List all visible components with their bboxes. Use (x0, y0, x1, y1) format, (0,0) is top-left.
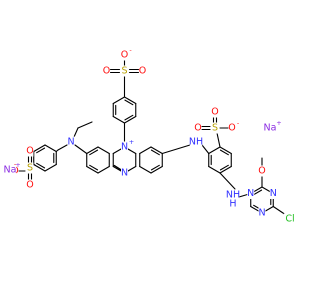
atom-h-bottom: H (229, 199, 236, 210)
charge-n-plus: + (129, 138, 134, 146)
atom-n-triazine-1: N (270, 188, 277, 199)
bond-lines (18, 58, 287, 216)
atom-n-triazine-1-bg (269, 188, 277, 199)
ring-benzyl (36, 147, 46, 154)
ring-top-phenyl (112, 96, 126, 105)
atom-n-triazine-3: N (247, 188, 254, 199)
atom-o-right-left: O (194, 123, 201, 134)
ring-phenazine-left (86, 165, 99, 174)
ring-top-phenyl (123, 115, 137, 124)
atom-o-top-left-bg (103, 65, 110, 77)
ring-benzyl (36, 162, 46, 169)
atom-o-left-up-bg (26, 145, 34, 157)
ring-triazine (253, 189, 263, 196)
ring-phenazine-left (97, 146, 110, 155)
ring-phenazine-left (86, 146, 99, 155)
atom-o-right-up: O (211, 107, 218, 118)
ring-benzyl (44, 144, 57, 153)
bond-ch2-to-ring (55, 149, 59, 153)
atom-n-amine-bg (67, 136, 75, 148)
ring-top-phenyl (123, 96, 137, 105)
ring-phenazine-left (89, 149, 99, 156)
atom-nh-bottom-bg (226, 189, 240, 201)
ring-phenazine-right (139, 165, 152, 174)
atom-o-methoxy-bg (258, 165, 266, 177)
atom-n-triazine-2: N (258, 208, 265, 219)
ring-right-phenyl (219, 149, 229, 156)
atom-nh-right-bg (189, 136, 203, 148)
charge-na-right: + (276, 119, 281, 127)
atom-o-top-right: O (139, 66, 146, 77)
atom-o-right-left-bg (194, 122, 202, 134)
bond-n-ch2 (57, 144, 68, 151)
atom-na-right: Na (264, 123, 277, 134)
ring-phenazine-right (150, 146, 163, 155)
atom-n-phenazine-bg (121, 167, 128, 179)
atom-n-plus-bg (121, 141, 128, 153)
atom-o-top-up: O (121, 50, 128, 61)
atom-s-top-bg (121, 65, 128, 77)
bond-n-ethyl-2 (77, 121, 93, 129)
ring-benzyl (33, 144, 46, 153)
charge-o-left: - (14, 160, 17, 168)
ring-phenazine-left (89, 164, 99, 171)
atom-cl-bg (283, 213, 297, 225)
atom-o-right-up-bg (211, 106, 219, 118)
atom-n-triazine-3-bg (247, 188, 255, 199)
atom-na-left: Na (4, 165, 17, 176)
atom-o-top-up-bg (121, 49, 128, 61)
bond-ring-to-nh-bottom (219, 172, 236, 190)
charge-na-left: + (15, 161, 20, 169)
ring-phenazine-right (139, 146, 152, 155)
atom-s-top: S (121, 66, 127, 77)
ring-phenazine-right (150, 164, 160, 171)
bond-ring-to-nh (161, 144, 191, 155)
atom-nh-right: NH (189, 137, 203, 148)
ring-right-phenyl (219, 165, 232, 174)
bond-ring-to-amine-n (74, 144, 88, 155)
atom-nh-bottom: NH (226, 190, 240, 201)
ring-phenazine-right (150, 165, 163, 174)
atom-n-triazine-2-bg (258, 207, 266, 219)
atom-n-amine: N (67, 137, 74, 148)
ring-right-phenyl (219, 164, 229, 171)
bond-ring-to-s-right (216, 132, 221, 148)
atom-o-left-down: O (26, 180, 33, 191)
ring-top-phenyl (112, 115, 126, 124)
bond-benzyl-to-s (33, 163, 36, 166)
bond-n-ethyl-1 (73, 127, 79, 138)
ring-top-phenyl (124, 114, 134, 121)
atom-s-left: S (27, 163, 33, 174)
charge-o-right: - (237, 119, 240, 127)
atom-o-left-down-bg (26, 179, 34, 191)
ring-benzyl (44, 163, 57, 172)
atom-s-right-bg (211, 122, 219, 134)
atom-s-left-bg (26, 162, 34, 174)
atom-o-right-right-bg (228, 122, 236, 134)
atom-na-left-bg (3, 164, 17, 176)
ring-right-phenyl (208, 146, 221, 155)
ring-phenazine-right (150, 149, 160, 156)
charge-o-top: - (129, 46, 132, 54)
atom-o-methoxy: O (258, 166, 265, 177)
atom-o-left-up: O (26, 146, 33, 157)
atom-cl: Cl (285, 214, 294, 225)
bond-nh-to-ring (201, 144, 210, 155)
ring-phenazine-left (97, 165, 110, 174)
ring-right-phenyl (219, 146, 232, 155)
atom-o-top-right-bg (139, 65, 146, 77)
atom-s-right: S (212, 123, 218, 134)
atom-n-plus: N (121, 142, 128, 153)
atom-na-right-bg (263, 122, 277, 134)
ring-right-phenyl (208, 165, 221, 174)
atom-o-right-right: O (228, 123, 235, 134)
ring-top-phenyl (124, 99, 134, 106)
atom-h-bottom-bg (229, 198, 237, 210)
ring-benzyl (33, 163, 46, 172)
atom-o-top-left: O (103, 66, 110, 77)
atom-n-phenazine: N (121, 168, 128, 179)
